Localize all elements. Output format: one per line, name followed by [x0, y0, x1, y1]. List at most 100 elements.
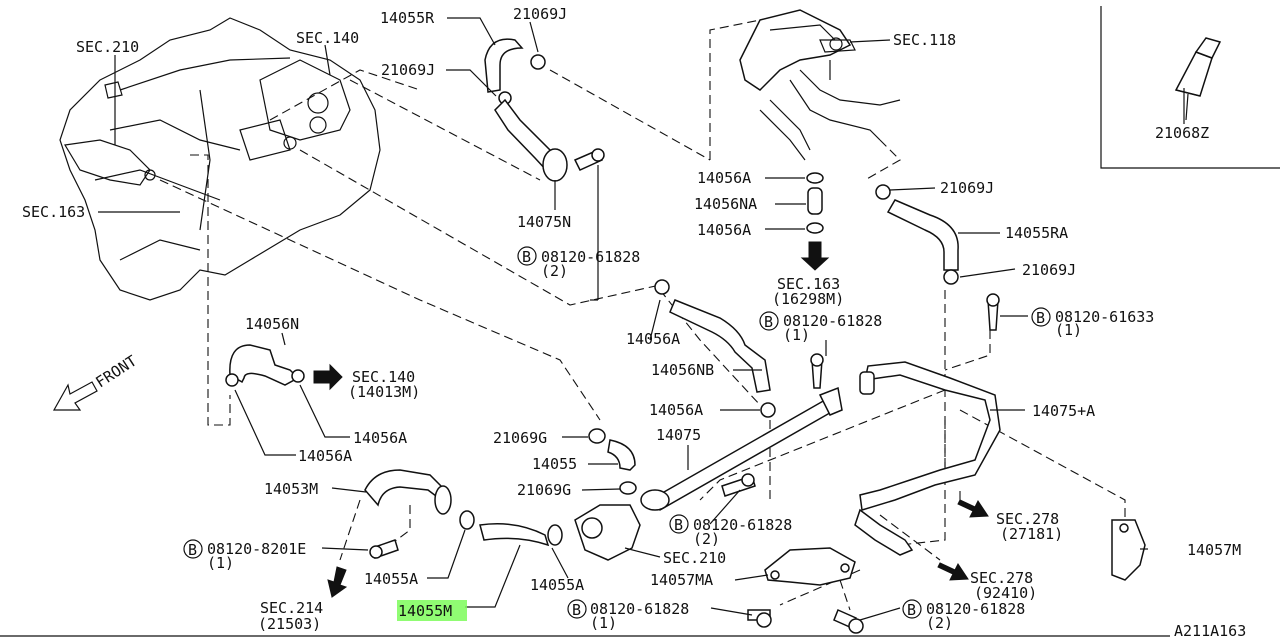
label-sec140-mid: SEC.140 [352, 368, 415, 386]
bolt-marker-5 [669, 514, 689, 534]
leader-lines [0, 17, 1185, 637]
bolt-marker-7-label: B [907, 601, 916, 619]
clamp-14055A-r [547, 524, 563, 546]
bracket-14057MA [764, 547, 856, 586]
bolt-marker-5-label: B [674, 516, 683, 534]
bolt-6 [747, 609, 772, 628]
label-bolt3-num: 08120-61828 [783, 312, 882, 330]
label-sec163-mid-code: (16298M) [772, 290, 844, 308]
bolt-4 [369, 539, 399, 559]
clamp-14055A-l [459, 510, 475, 530]
label-14053M: 14053M [264, 480, 318, 498]
bolt-marker-3-label: B [764, 313, 773, 331]
label-bolt3-qty: (1) [783, 326, 810, 344]
bolt-3 [810, 353, 824, 389]
pipe-14075A [854, 361, 1001, 556]
label-14055R: 14055R [380, 9, 435, 27]
label-sec140-top: SEC.140 [296, 29, 359, 47]
pipe-14075N [494, 98, 568, 182]
label-bolt7-qty: (2) [926, 614, 953, 632]
label-14056NA: 14056NA [694, 195, 757, 213]
label-sec214: SEC.214 [260, 599, 323, 617]
label-14055RA: 14055RA [1005, 224, 1068, 242]
bolt-marker-6-label: B [572, 601, 581, 619]
label-14056A-l1: 14056A [353, 429, 407, 447]
arrow-sec140 [313, 363, 343, 391]
clamp-14056A-r1 [806, 172, 824, 184]
label-21069J-c: 21069J [940, 179, 994, 197]
label-21069J-a: 21069J [513, 5, 567, 23]
clamp-21069G-a [588, 428, 606, 444]
clamp-14056A-m1 [654, 279, 670, 295]
hose-14055R [484, 38, 524, 93]
label-14056A-r1: 14056A [697, 169, 751, 187]
label-21069J-d: 21069J [1022, 261, 1076, 279]
bolt-marker-2-label: B [1036, 309, 1045, 327]
clamp-21069J-d [943, 269, 959, 285]
label-14055A-r: 14055A [530, 576, 584, 594]
clamp-21069G-b [619, 481, 637, 495]
label-21069G-b: 21069G [517, 481, 571, 499]
label-bolt5-qty: (2) [693, 530, 720, 548]
label-14075N: 14075N [517, 213, 571, 231]
heater-pipe-assembly [739, 9, 901, 161]
label-21069G-a: 21069G [493, 429, 547, 447]
connection-lines [159, 19, 1126, 611]
hose-14055 [607, 439, 636, 471]
label-14056A-r2: 14056A [697, 221, 751, 239]
bolt-1 [573, 148, 605, 171]
label-bolt4-qty: (1) [207, 554, 234, 572]
hose-14056NA [807, 187, 823, 215]
label-14055: 14055 [532, 455, 577, 473]
label-14056NB: 14056NB [651, 361, 714, 379]
arrow-sec278-a [957, 499, 989, 518]
label-sec140-mid-code: (14013M) [348, 383, 420, 401]
label-14056A-m1: 14056A [626, 330, 680, 348]
label-21068Z: 21068Z [1155, 124, 1209, 142]
label-sec278-b: SEC.278 [970, 569, 1033, 587]
bolt-marker-4-label: B [188, 541, 197, 559]
clamp-14056A-r2 [806, 222, 824, 234]
label-bolt6-qty: (1) [590, 614, 617, 632]
label-14055M: 14055M [398, 602, 452, 620]
label-bolt1-num: 08120-61828 [541, 248, 640, 266]
label-bolt4-num: 08120-8201E [207, 540, 306, 558]
label-sec210-top: SEC.210 [76, 38, 139, 56]
hose-14053M [364, 469, 452, 515]
arrow-sec278-b [937, 562, 969, 581]
front-arrow-icon [52, 381, 98, 411]
pipe-14075 [640, 386, 843, 511]
label-bolt6-num: 08120-61828 [590, 600, 689, 618]
clamp-14056A-m2 [760, 402, 776, 418]
label-sec210-bot: SEC.210 [663, 549, 726, 567]
label-14056A-l2: 14056A [298, 447, 352, 465]
hose-14055RA [886, 199, 959, 271]
label-sec163-left: SEC.163 [22, 203, 85, 221]
label-21069J-b: 21069J [381, 61, 435, 79]
sealant-tube-icon [1174, 37, 1222, 121]
label-14056A-m2: 14056A [649, 401, 703, 419]
water-outlet-sec210 [574, 504, 641, 561]
part-labels: SEC.210 SEC.140 14055R 21069J 21069J SEC… [22, 5, 1246, 640]
label-bolt7-num: 08120-61828 [926, 600, 1025, 618]
inset-frame [1100, 6, 1280, 169]
bolt-marker-1-label: B [522, 248, 531, 266]
arrow-sec214 [327, 566, 348, 598]
label-bolt2-num: 08120-61633 [1055, 308, 1154, 326]
label-sec118: SEC.118 [893, 31, 956, 49]
label-14075A: 14075+A [1032, 402, 1095, 420]
bolt-marker-4 [183, 539, 203, 559]
label-bolt5-num: 08120-61828 [693, 516, 792, 534]
label-sec278-a-code: (27181) [1000, 525, 1063, 543]
bolt-marker-1 [517, 246, 537, 266]
bolt-marker-6 [567, 599, 587, 619]
label-14055A-l: 14055A [364, 570, 418, 588]
label-bolt1-qty: (2) [541, 262, 568, 280]
bolt-marker-2 [1031, 307, 1051, 327]
label-sec278-b-code: (92410) [974, 584, 1037, 602]
label-14057MA: 14057MA [650, 571, 713, 589]
bolt-markers: B B B B B B B [183, 246, 1051, 619]
bolt-5 [721, 473, 756, 497]
bolt-marker-3 [759, 311, 779, 331]
